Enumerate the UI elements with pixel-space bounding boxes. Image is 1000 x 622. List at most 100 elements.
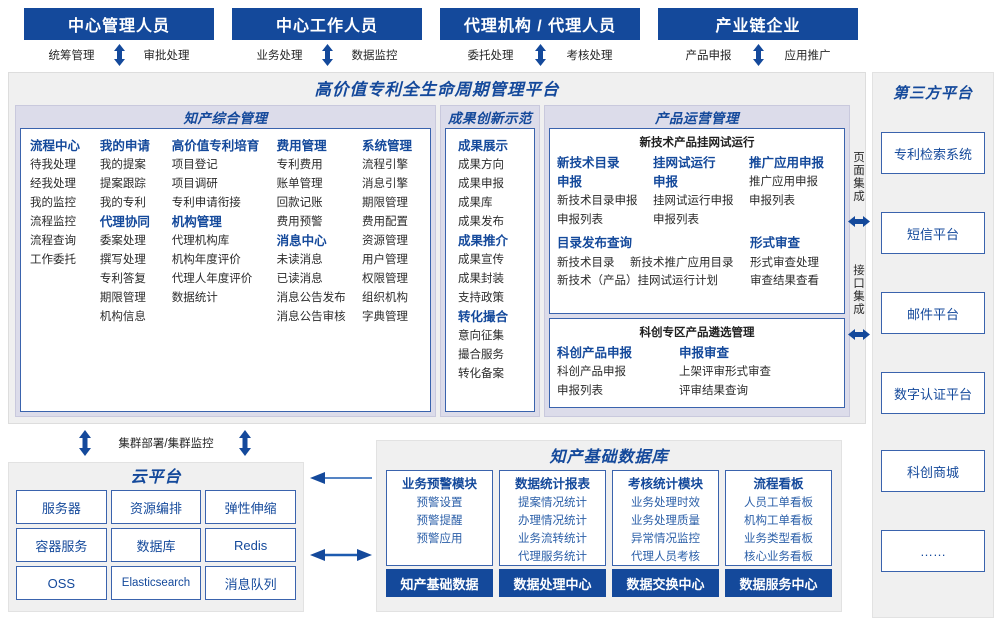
menu-item[interactable]: 资源管理 [362, 235, 409, 247]
menu-item[interactable]: 项目调研 [171, 178, 218, 190]
cloud-cell-database[interactable]: 数据库 [110, 528, 202, 562]
menu-head[interactable]: 费用管理 [276, 139, 327, 153]
menu-item[interactable]: 待我处理 [30, 159, 76, 171]
db-footer-button[interactable]: 数据服务中心 [725, 569, 832, 597]
menu-item[interactable]: 数据统计 [171, 292, 218, 304]
menu-item[interactable]: 新技术目录申报 [557, 195, 638, 207]
menu-head[interactable]: 代理协同 [99, 215, 150, 229]
menu-item[interactable]: 专利费用 [276, 159, 323, 171]
db-footer-button[interactable]: 数据处理中心 [499, 569, 606, 597]
cloud-cell-container[interactable]: 容器服务 [16, 528, 107, 562]
menu-item[interactable]: 成果库 [458, 197, 493, 209]
actor-bar-1[interactable]: 中心工作人员 [232, 8, 422, 40]
cloud-cell-elasticsearch[interactable]: Elasticsearch [110, 566, 202, 600]
menu-head[interactable]: 流程中心 [30, 139, 81, 153]
menu-item[interactable]: 申报列表 [749, 195, 795, 207]
db-footer-button[interactable]: 数据交换中心 [612, 569, 719, 597]
cloud-cell-orchestration[interactable]: 资源编排 [110, 490, 202, 524]
menu-item[interactable]: 已读消息 [276, 273, 323, 285]
menu-item[interactable]: 我的监控 [30, 197, 76, 209]
menu-head[interactable]: 机构管理 [171, 215, 222, 229]
menu-item[interactable]: 撰写处理 [99, 254, 146, 266]
menu-item[interactable]: 成果封装 [458, 273, 504, 285]
db-column-item[interactable]: 预警设置 [416, 497, 463, 509]
db-column-item[interactable]: 业务流转统计 [518, 533, 587, 545]
menu-item[interactable]: 科创产品申报 [557, 366, 626, 378]
db-column-item[interactable]: 代理服务统计 [518, 551, 587, 563]
db-column-item[interactable]: 预警应用 [416, 533, 463, 545]
menu-head[interactable]: 目录发布查询 [557, 236, 633, 250]
menu-item[interactable]: 专利申请衔接 [171, 197, 241, 209]
menu-head[interactable]: 科创产品申报 [557, 346, 633, 360]
menu-item[interactable]: 期限管理 [99, 292, 146, 304]
menu-head[interactable]: 申报审查 [679, 346, 730, 360]
db-column-item[interactable]: 业务类型看板 [744, 533, 813, 545]
db-column-item[interactable]: 异常情况监控 [631, 533, 700, 545]
third-party-item-kc-mall[interactable]: 科创商城 [881, 450, 985, 492]
menu-item[interactable]: 消息引擎 [362, 178, 409, 190]
menu-item[interactable]: 我的提案 [99, 159, 146, 171]
actor-bar-3[interactable]: 产业链企业 [658, 8, 858, 40]
menu-item[interactable]: 成果方向 [458, 159, 504, 171]
db-column-item[interactable]: 代理人员考核 [631, 551, 700, 563]
menu-item[interactable]: 流程监控 [30, 216, 76, 228]
third-party-item-digital-cert[interactable]: 数字认证平台 [881, 372, 985, 414]
third-party-item-more[interactable]: …… [881, 530, 985, 572]
menu-item[interactable]: 撮合服务 [458, 349, 504, 361]
actor-bar-0[interactable]: 中心管理人员 [24, 8, 214, 40]
cloud-cell-oss[interactable]: OSS [16, 566, 107, 600]
menu-item[interactable]: 费用预警 [276, 216, 323, 228]
menu-item[interactable]: 工作委托 [30, 254, 76, 266]
menu-item[interactable]: 账单管理 [276, 178, 323, 190]
actor-bar-2[interactable]: 代理机构 / 代理人员 [440, 8, 640, 40]
menu-head[interactable]: 挂网试运行 申报 [653, 156, 716, 189]
menu-item[interactable]: 字典管理 [362, 311, 409, 323]
db-column-item[interactable]: 办理情况统计 [518, 515, 587, 527]
menu-item[interactable]: 申报列表 [653, 214, 699, 226]
db-footer-button[interactable]: 知产基础数据 [386, 569, 493, 597]
menu-item[interactable]: 委案处理 [99, 235, 146, 247]
menu-head[interactable]: 成果展示 [458, 139, 509, 153]
menu-item[interactable]: 形式审查处理 [750, 257, 819, 269]
menu-item[interactable]: 成果发布 [458, 216, 504, 228]
menu-item[interactable]: 意向征集 [458, 330, 504, 342]
third-party-item-sms[interactable]: 短信平台 [881, 212, 985, 254]
menu-head[interactable]: 形式审查 [750, 236, 801, 250]
cloud-cell-message-queue[interactable]: 消息队列 [205, 566, 296, 600]
menu-item[interactable]: 经我处理 [30, 178, 76, 190]
db-column-item[interactable]: 业务处理质量 [631, 515, 700, 527]
menu-item[interactable]: 流程引擎 [362, 159, 409, 171]
menu-item[interactable]: 推广应用申报 [749, 176, 818, 188]
db-column-item[interactable]: 业务处理时效 [631, 497, 700, 509]
menu-item[interactable]: 期限管理 [362, 197, 409, 209]
menu-item[interactable]: 消息公告发布 [276, 292, 346, 304]
menu-item[interactable]: 申报列表 [557, 385, 603, 397]
db-column-item[interactable]: 提案情况统计 [518, 497, 587, 509]
menu-head[interactable]: 消息中心 [276, 234, 327, 248]
third-party-item-patent-search[interactable]: 专利检索系统 [881, 132, 985, 174]
menu-item[interactable]: 专利答复 [99, 273, 146, 285]
menu-head[interactable]: 成果推介 [458, 234, 509, 248]
db-column-item[interactable]: 人员工单看板 [744, 497, 813, 509]
menu-item[interactable]: 提案跟踪 [99, 178, 146, 190]
cloud-cell-autoscaling[interactable]: 弹性伸缩 [205, 490, 296, 524]
menu-item[interactable]: 申报列表 [557, 214, 603, 226]
cloud-cell-redis[interactable]: Redis [205, 528, 296, 562]
menu-head[interactable]: 转化撮合 [458, 310, 509, 324]
menu-item[interactable]: 支持政策 [458, 292, 504, 304]
menu-item[interactable]: 上架评审形式审查 [679, 366, 771, 378]
menu-item[interactable]: 新技术（产品）挂网试运行计划 [557, 275, 718, 287]
menu-item[interactable]: 成果宣传 [458, 254, 504, 266]
db-column-item[interactable]: 预警提醒 [416, 515, 463, 527]
menu-item[interactable]: 审查结果查看 [750, 275, 819, 287]
menu-item[interactable]: 未读消息 [276, 254, 323, 266]
menu-item[interactable]: 挂网试运行申报 [653, 195, 734, 207]
cloud-cell-server[interactable]: 服务器 [16, 490, 107, 524]
menu-item[interactable]: 机构年度评价 [171, 254, 241, 266]
menu-item[interactable]: 我的专利 [99, 197, 146, 209]
third-party-item-email[interactable]: 邮件平台 [881, 292, 985, 334]
menu-item[interactable]: 权限管理 [362, 273, 409, 285]
menu-item[interactable]: 消息公告审核 [276, 311, 346, 323]
menu-item[interactable]: 流程查询 [30, 235, 76, 247]
menu-head[interactable]: 系统管理 [362, 139, 413, 153]
